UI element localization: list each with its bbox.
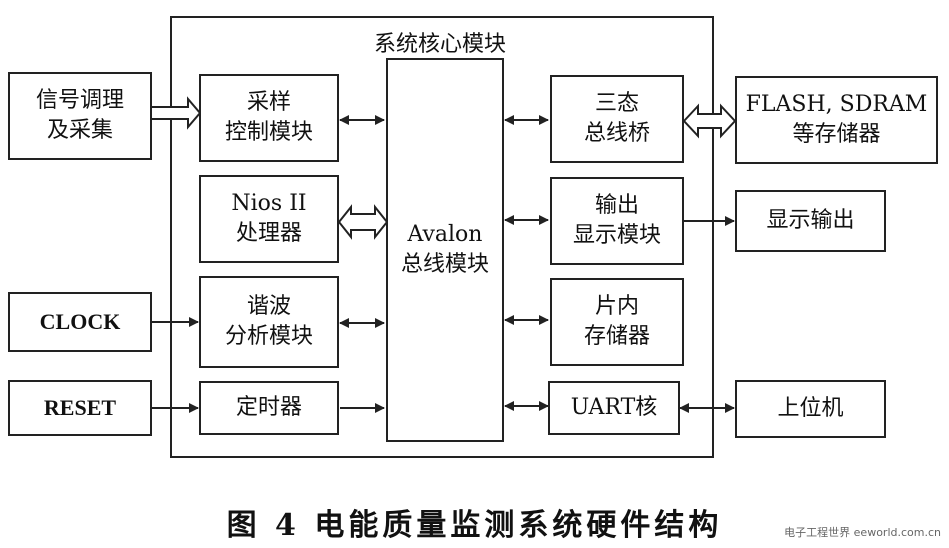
core-module-frame — [170, 16, 714, 458]
flash-sdram-block: FLASH, SDRAM 等存储器 — [735, 76, 938, 164]
host-pc-label: 上位机 — [777, 396, 844, 422]
output-display-block: 输出 显示模块 — [550, 177, 684, 265]
bridge-flash-arrow — [682, 103, 737, 139]
clock-block: CLOCK — [8, 292, 152, 352]
display-output-block: 显示输出 — [735, 190, 886, 252]
nios-processor-block: Nios II 处理器 — [199, 175, 339, 263]
tristate-bridge-block: 三态 总线桥 — [550, 75, 684, 163]
core-module-label: 系统核心模块 — [373, 32, 506, 57]
clock-label: CLOCK — [39, 309, 121, 335]
avalon-bus-block: Avalon 总线模块 — [386, 58, 504, 442]
sampling-control-block: 采样 控制模块 — [199, 74, 339, 162]
tristate-bridge-label: 三态 总线桥 — [583, 91, 650, 146]
host-pc-block: 上位机 — [735, 380, 886, 438]
nios-avalon-arrow — [337, 204, 389, 240]
uart-label: UART核 — [570, 395, 658, 421]
output-display-label: 输出 显示模块 — [572, 193, 661, 248]
signal-conditioning-label: 信号调理 及采集 — [35, 88, 124, 143]
avalon-bus-label: Avalon 总线模块 — [400, 222, 489, 277]
watermark-logo: 电子工程世界 eeworld.com.cn — [784, 526, 941, 539]
timer-block: 定时器 — [199, 381, 339, 435]
nios-processor-label: Nios II 处理器 — [231, 191, 307, 246]
flash-sdram-label: FLASH, SDRAM 等存储器 — [745, 92, 928, 147]
harmonic-analysis-label: 谐波 分析模块 — [224, 294, 313, 349]
uart-block: UART核 — [548, 381, 680, 435]
on-chip-memory-label: 片内 存储器 — [583, 294, 650, 349]
figure-caption: 图 4 电能质量监测系统硬件结构 — [226, 508, 723, 543]
timer-label: 定时器 — [235, 395, 302, 421]
display-output-label: 显示输出 — [766, 208, 855, 234]
reset-block: RESET — [8, 380, 152, 436]
harmonic-analysis-block: 谐波 分析模块 — [199, 276, 339, 368]
reset-label: RESET — [43, 395, 117, 421]
signal-to-sampling-arrow — [149, 96, 202, 130]
signal-conditioning-block: 信号调理 及采集 — [8, 72, 152, 160]
sampling-control-label: 采样 控制模块 — [224, 90, 313, 145]
on-chip-memory-block: 片内 存储器 — [550, 278, 684, 366]
